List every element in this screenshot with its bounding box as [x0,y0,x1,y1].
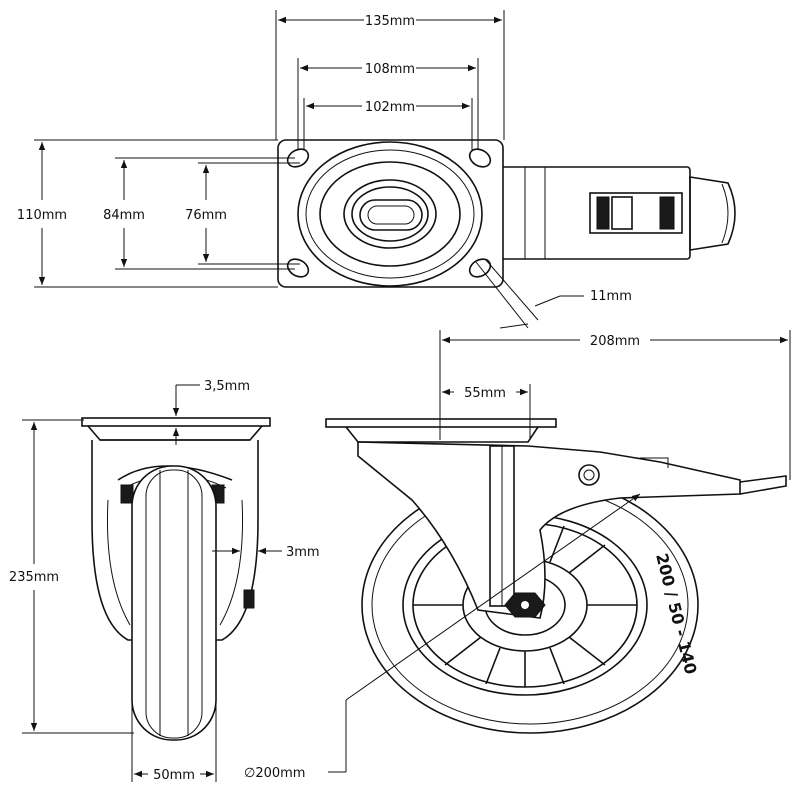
brake-housing [499,166,736,260]
top-view [277,139,736,288]
dim-offset: 55mm [464,386,506,401]
dim-plate-thickness: 3,5mm [204,379,250,394]
dim-total-height: 235mm [9,570,59,585]
front-wheel [131,465,217,741]
tire-marking: 200 / 50 - 140 [652,551,700,676]
dim-fork-gap: 3mm [286,545,320,560]
dim-plate-length: 110mm [17,208,67,223]
side-view-dimensions: 208mm 55mm ∅200mm [244,330,791,781]
dim-plate-width: 135mm [365,14,415,29]
dim-inner-hole-spacing: 102mm [365,100,415,115]
dim-total-length: 208mm [590,334,640,349]
dim-wheel-diameter: ∅200mm [244,766,305,781]
dim-wheel-width: 50mm [153,768,195,783]
side-fork [357,441,741,619]
mounting-holes [286,148,492,278]
swivel-bearing [297,141,483,287]
dim-outer-hole-spacing: 108mm [365,62,415,77]
front-view-dimensions: 3,5mm 235mm 3mm 50mm [9,379,320,783]
top-view-dimensions: 135mm 108mm 102mm 110mm 84mm 76mm [17,10,632,329]
side-plate [325,418,557,428]
front-plate [81,417,271,427]
side-view: 200 / 50 - 140 [325,418,787,734]
dim-hole-spacing-short: 76mm [185,208,227,223]
front-view [81,417,271,741]
dim-hole-spacing-long: 84mm [103,208,145,223]
dim-slot-width: 11mm [590,289,632,304]
